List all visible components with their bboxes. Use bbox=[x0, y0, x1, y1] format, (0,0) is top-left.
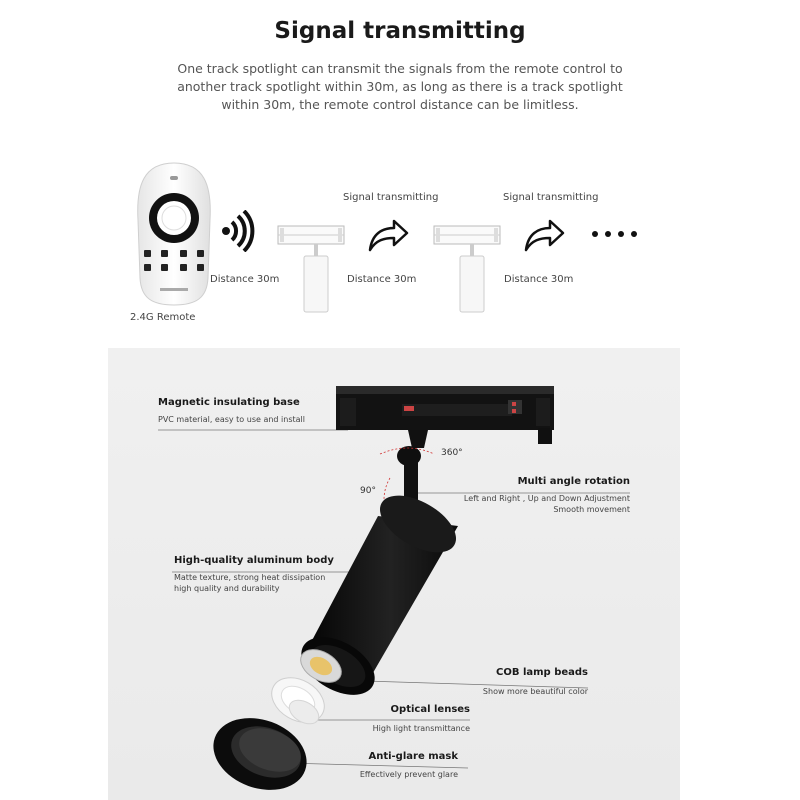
distance-label-2: Distance 30m bbox=[347, 274, 417, 285]
callout-body-desc: Matte texture, strong heat dissipation h… bbox=[174, 573, 326, 593]
callout-cob-desc: Show more beautiful color bbox=[482, 687, 588, 696]
distance-label-1: Distance 30m bbox=[210, 274, 280, 285]
transmit-label-1: Signal transmitting bbox=[343, 192, 439, 203]
product-exploded-view bbox=[158, 386, 630, 790]
arrow-icon bbox=[524, 219, 565, 252]
callout-base-desc: PVC material, easy to use and install bbox=[158, 415, 305, 424]
callout-cob-title: COB lamp beads bbox=[496, 667, 588, 678]
callout-rotation-desc: Left and Right , Up and Down Adjustment … bbox=[463, 494, 630, 514]
callout-mask-title: Anti-glare mask bbox=[368, 751, 458, 762]
callout-lens-title: Optical lenses bbox=[390, 704, 470, 715]
distance-label-3: Distance 30m bbox=[504, 274, 574, 285]
callout-rotation-title: Multi angle rotation bbox=[517, 476, 630, 487]
track-spotlight-image-1 bbox=[277, 225, 345, 313]
page-description: One track spotlight can transmit the sig… bbox=[177, 61, 623, 112]
more-dots-icon bbox=[592, 231, 637, 237]
transmit-label-2: Signal transmitting bbox=[503, 192, 599, 203]
remote-label: 2.4G Remote bbox=[130, 312, 196, 323]
callout-body-title: High-quality aluminum body bbox=[174, 555, 334, 566]
track-spotlight-image-2 bbox=[433, 225, 501, 313]
remote-control-image bbox=[137, 162, 211, 306]
wifi-signal-icon bbox=[222, 210, 255, 252]
angle-90-label: 90° bbox=[360, 486, 376, 496]
callout-lens-desc: High light transmittance bbox=[372, 724, 470, 733]
callout-base-title: Magnetic insulating base bbox=[158, 397, 300, 408]
arrow-icon bbox=[368, 219, 409, 252]
callout-mask-desc: Effectively prevent glare bbox=[359, 770, 458, 779]
page-title: Signal transmitting bbox=[274, 18, 526, 44]
angle-360-label: 360° bbox=[441, 448, 463, 458]
